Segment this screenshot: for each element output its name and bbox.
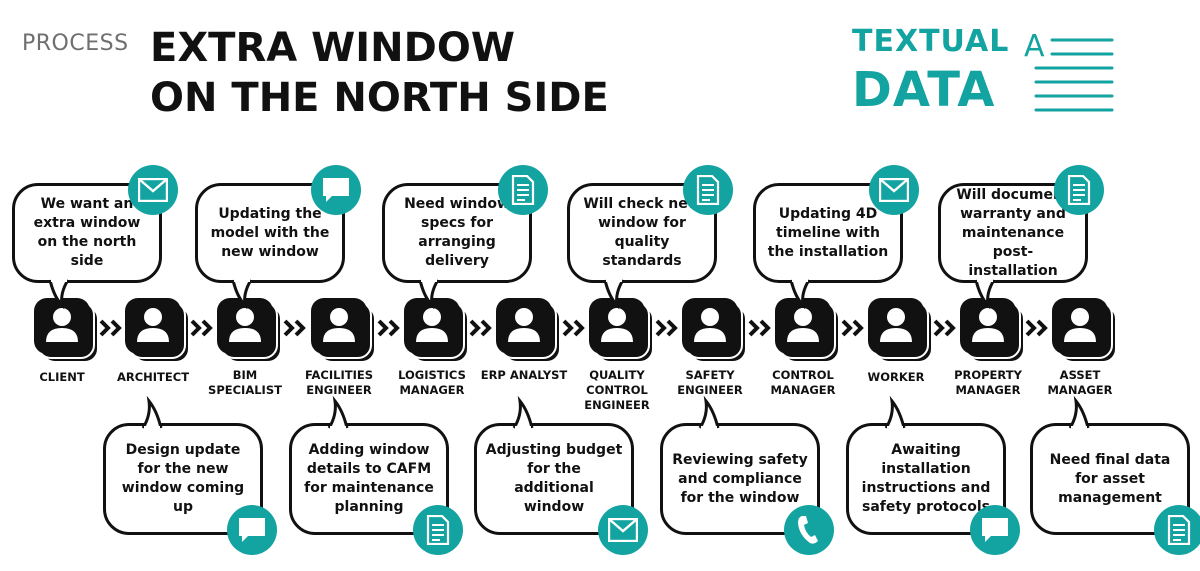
message-text: Reviewing safety and compliance for the … <box>672 451 808 506</box>
bubble-tail <box>418 279 440 310</box>
role-label-quality-control-engineer: QUALITY CONTROL ENGINEER <box>584 368 650 412</box>
phone-icon <box>784 505 834 555</box>
speech-bubble-control-manager: Updating 4D timeline with the installati… <box>753 183 903 283</box>
flow-arrow-icon <box>841 318 867 338</box>
role-label-control-manager: CONTROL MANAGER <box>770 368 836 397</box>
role-label-facilities-engineer: FACILITIES ENGINEER <box>304 368 374 397</box>
person-icon-facilities-engineer <box>311 298 381 368</box>
document-icon <box>1054 165 1104 215</box>
document-icon <box>413 505 463 555</box>
speech-bubble-property-manager: Will document warranty and maintenance p… <box>938 183 1088 283</box>
process-label: PROCESS <box>22 31 129 56</box>
message-text: Need final data for asset management <box>1049 451 1171 506</box>
message-text: Adjusting budget for the additional wind… <box>485 442 623 515</box>
role-label-architect: ARCHITECT <box>116 370 190 384</box>
role-label-safety-engineer: SAFETY ENGINEER <box>677 368 743 397</box>
message-text: Will document warranty and maintenance p… <box>956 186 1070 279</box>
flow-arrow-icon <box>190 318 216 338</box>
chat-icon <box>227 505 277 555</box>
message-text: Updating the model with the new window <box>210 205 330 260</box>
document-icon <box>683 165 733 215</box>
message-text: Adding window details to CAFM for mainte… <box>304 442 434 515</box>
person-icon-quality-control-engineer <box>589 298 659 368</box>
title-line-1: EXTRA WINDOW <box>150 25 515 71</box>
person-icon-asset-manager <box>1052 298 1122 368</box>
role-label-property-manager: PROPERTY MANAGER <box>954 368 1022 397</box>
envelope-icon <box>869 165 919 215</box>
bubble-tail <box>48 279 70 310</box>
bubble-tail <box>884 395 906 429</box>
person-icon-erp-analyst <box>496 298 566 368</box>
text-document-icon: A <box>1024 29 1114 112</box>
bubble-tail <box>327 395 349 429</box>
message-text: Need window specs for arranging delivery <box>404 196 510 269</box>
document-icon <box>498 165 548 215</box>
person-icon-bim-specialist <box>217 298 287 368</box>
role-label-client: CLIENT <box>39 370 85 384</box>
bubble-tail <box>231 279 253 310</box>
chat-icon <box>970 505 1020 555</box>
bubble-tail <box>512 395 534 429</box>
message-text: Design update for the new window coming … <box>121 442 245 515</box>
person-icon-safety-engineer <box>682 298 752 368</box>
message-text: Awaiting installation instructions and s… <box>861 442 991 515</box>
flow-arrow-icon <box>377 318 403 338</box>
flow-arrow-icon <box>655 318 681 338</box>
person-icon-property-manager <box>960 298 1030 368</box>
flow-arrow-icon <box>469 318 495 338</box>
role-label-worker: WORKER <box>867 370 925 384</box>
speech-bubble-asset-manager: Need final data for asset management <box>1030 423 1190 535</box>
flow-arrow-icon <box>1025 318 1051 338</box>
bubble-tail <box>789 279 811 310</box>
envelope-icon <box>598 505 648 555</box>
title-line-2: ON THE NORTH SIDE <box>150 75 609 121</box>
person-icon-control-manager <box>775 298 845 368</box>
chat-icon <box>311 165 361 215</box>
flow-arrow-icon <box>99 318 125 338</box>
svg-text:A: A <box>1024 29 1045 64</box>
person-icon-client <box>34 298 104 368</box>
flow-arrow-icon <box>283 318 309 338</box>
message-text: Updating 4D timeline with the installati… <box>767 205 889 260</box>
message-text: Will check new window for quality standa… <box>583 196 701 269</box>
role-label-logistics-manager: LOGISTICS MANAGER <box>398 368 466 397</box>
person-icon-worker <box>868 298 938 368</box>
role-label-bim-specialist: BIM SPECIALIST <box>208 368 282 397</box>
brand-text-top: TEXTUAL <box>852 24 1010 59</box>
envelope-icon <box>128 165 178 215</box>
person-icon-logistics-manager <box>404 298 474 368</box>
message-text: We want an extra window on the north sid… <box>33 196 141 269</box>
flow-arrow-icon <box>562 318 588 338</box>
flow-arrow-icon <box>933 318 959 338</box>
bubble-tail <box>1068 395 1090 429</box>
bubble-tail <box>603 279 625 310</box>
document-icon <box>1154 505 1200 555</box>
role-label-erp-analyst: ERP ANALYST <box>480 368 568 382</box>
role-label-asset-manager: ASSET MANAGER <box>1047 368 1113 397</box>
bubble-tail <box>698 395 720 429</box>
person-icon-architect <box>125 298 195 368</box>
flow-arrow-icon <box>748 318 774 338</box>
bubble-tail <box>974 279 996 310</box>
bubble-tail <box>141 395 163 429</box>
speech-bubble-logistics-manager: Need window specs for arranging delivery <box>382 183 532 283</box>
brand-text-bottom: DATA <box>852 62 996 118</box>
